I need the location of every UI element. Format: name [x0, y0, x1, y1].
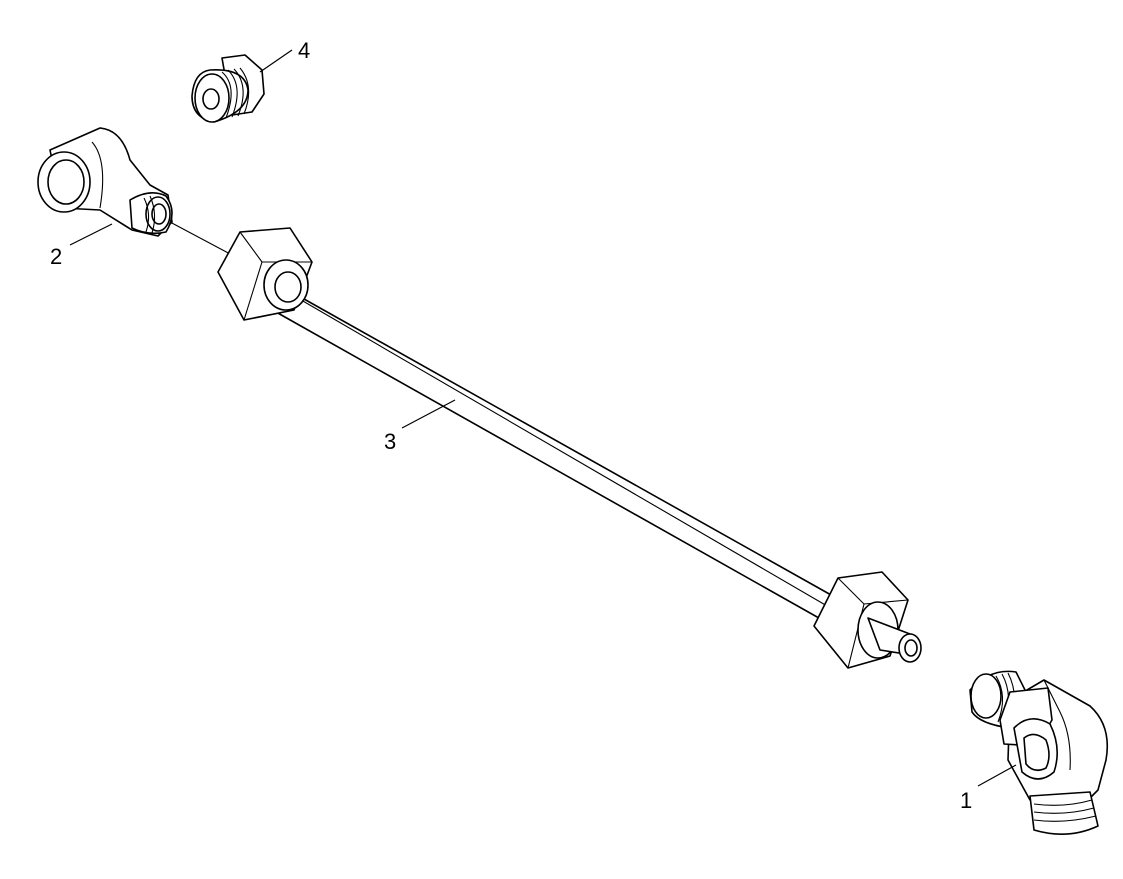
part-3-tube-assembly	[169, 221, 922, 669]
callout-1: 1	[960, 788, 972, 813]
part-1-elbow-fitting	[969, 670, 1109, 835]
leader-line-1	[977, 764, 1017, 787]
leader-line-3	[401, 399, 456, 429]
part-2-elbow-fitting	[37, 127, 173, 237]
leader-line-4	[259, 49, 293, 73]
callout-2: 2	[50, 244, 62, 269]
part-4-plug	[191, 54, 265, 123]
leader-line-2	[69, 223, 113, 246]
callout-3: 3	[384, 429, 396, 454]
callout-4: 4	[298, 38, 310, 63]
